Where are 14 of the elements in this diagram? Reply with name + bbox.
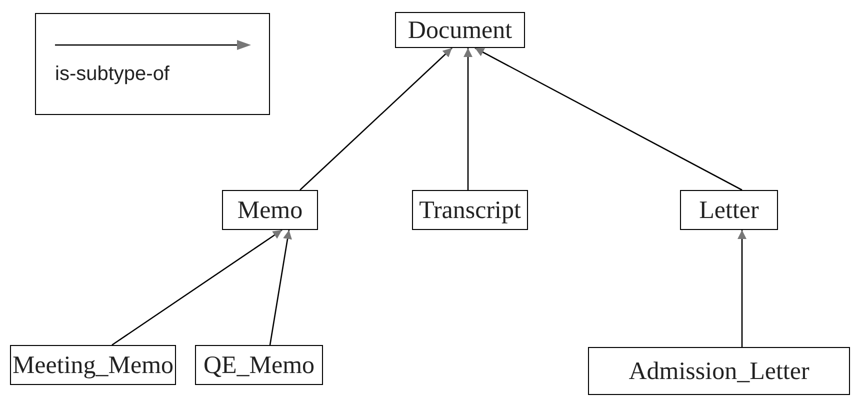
class-box: Transcript — [412, 190, 528, 230]
class-box: Document — [395, 12, 525, 48]
class-box: Admission_Letter — [588, 347, 850, 395]
class-box: Letter — [680, 190, 778, 230]
arrow — [474, 47, 742, 191]
class-box: QE_Memo — [195, 345, 323, 385]
legend-label: is-subtype-of — [55, 62, 170, 87]
class-box: Meeting_Memo — [10, 345, 176, 385]
arrow — [738, 230, 746, 347]
arrow — [300, 48, 452, 190]
class-box: Memo — [222, 190, 318, 230]
arrow — [269, 230, 292, 346]
arrow — [464, 48, 472, 190]
arrow — [112, 229, 282, 346]
